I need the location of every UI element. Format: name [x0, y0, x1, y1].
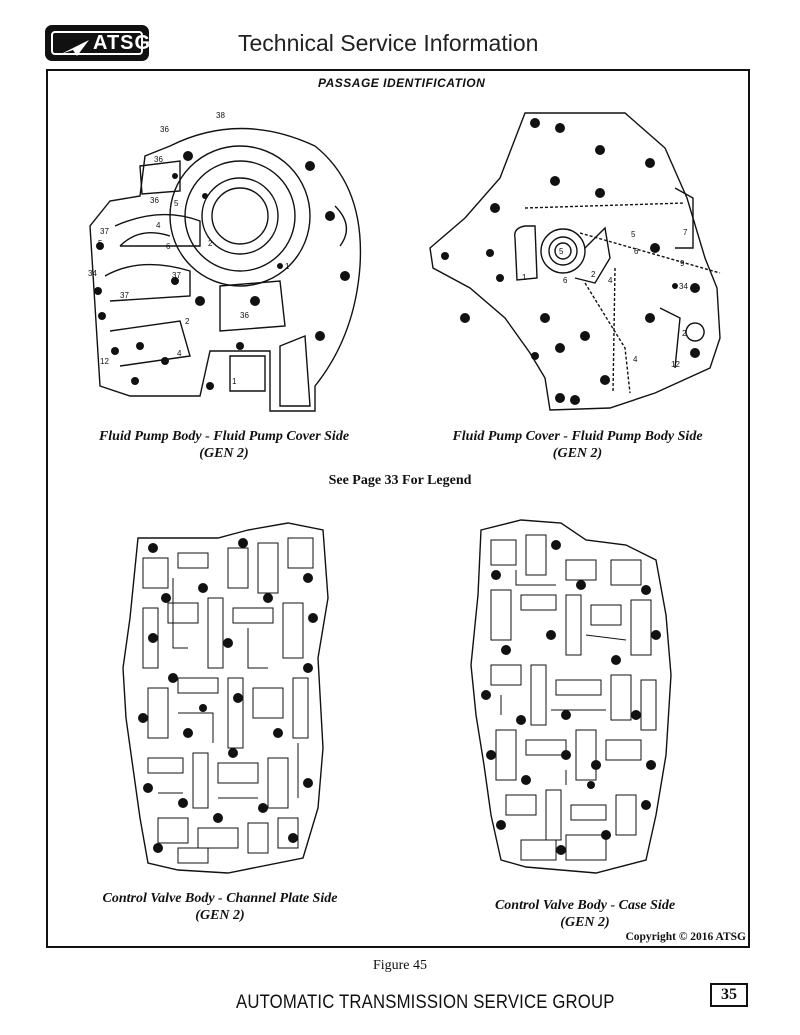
- pump-cover-caption: Fluid Pump Cover - Fluid Pump Body Side …: [452, 429, 703, 461]
- label-5: 5: [174, 199, 179, 208]
- content-frame: [46, 69, 750, 948]
- label-37: 37: [100, 227, 109, 236]
- channel-plate-diagram: [122, 522, 329, 874]
- label-34: 34: [679, 282, 688, 291]
- channel-plate-caption: Control Valve Body - Channel Plate Side …: [102, 891, 338, 923]
- label-5: 5: [559, 247, 564, 256]
- label-36: 36: [160, 125, 169, 134]
- page-number: 35: [710, 983, 748, 1007]
- label-5: 5: [631, 230, 636, 239]
- label-2: 2: [185, 317, 190, 326]
- label-1: 1: [232, 377, 237, 386]
- label-6: 6: [634, 247, 639, 256]
- pump-body-diagram: 38 36 36 36 5 37 4 2 5 6 34 37 37 1 36 2…: [88, 111, 362, 412]
- figure-label: Figure 45: [372, 958, 428, 973]
- label-5: 5: [98, 239, 103, 248]
- label-12: 12: [100, 357, 109, 366]
- label-4: 4: [608, 276, 613, 285]
- pump-cover-diagram: 5 6 5 7 9 2 6 4 1 34 2 4 12: [429, 112, 721, 411]
- label-34: 34: [88, 269, 97, 278]
- label-6: 6: [563, 276, 568, 285]
- label-9: 9: [680, 259, 685, 268]
- label-36: 36: [240, 311, 249, 320]
- label-1: 1: [522, 273, 527, 282]
- label-4: 4: [633, 355, 638, 364]
- label-4: 4: [177, 349, 182, 358]
- footer-company: AUTOMATIC TRANSMISSION SERVICE GROUP: [236, 992, 615, 1013]
- label-37: 37: [120, 291, 129, 300]
- pump-body-caption: Fluid Pump Body - Fluid Pump Cover Side …: [98, 429, 350, 461]
- case-side-caption: Control Valve Body - Case Side (GEN 2): [494, 898, 676, 930]
- case-side-diagram: [470, 519, 672, 874]
- legend-note: See Page 33 For Legend: [328, 473, 472, 488]
- logo-text: ATSG: [93, 31, 152, 54]
- label-1: 1: [285, 262, 290, 271]
- label-4: 4: [156, 221, 161, 230]
- logo-bird-icon: [61, 40, 89, 56]
- label-36: 36: [150, 196, 159, 205]
- label-7: 7: [683, 228, 688, 237]
- label-2: 2: [208, 239, 213, 248]
- label-2: 2: [591, 270, 596, 279]
- label-36: 36: [154, 155, 163, 164]
- atsg-logo: ATSG: [45, 25, 152, 61]
- page-header-title: Technical Service Information: [238, 30, 539, 56]
- label-6: 6: [166, 242, 171, 251]
- label-38: 38: [216, 111, 225, 120]
- label-37: 37: [172, 271, 181, 280]
- label-2: 2: [682, 329, 687, 338]
- copyright-notice: Copyright © 2016 ATSG: [625, 931, 746, 943]
- section-title: PASSAGE IDENTIFICATION: [318, 76, 486, 90]
- label-12: 12: [671, 360, 680, 369]
